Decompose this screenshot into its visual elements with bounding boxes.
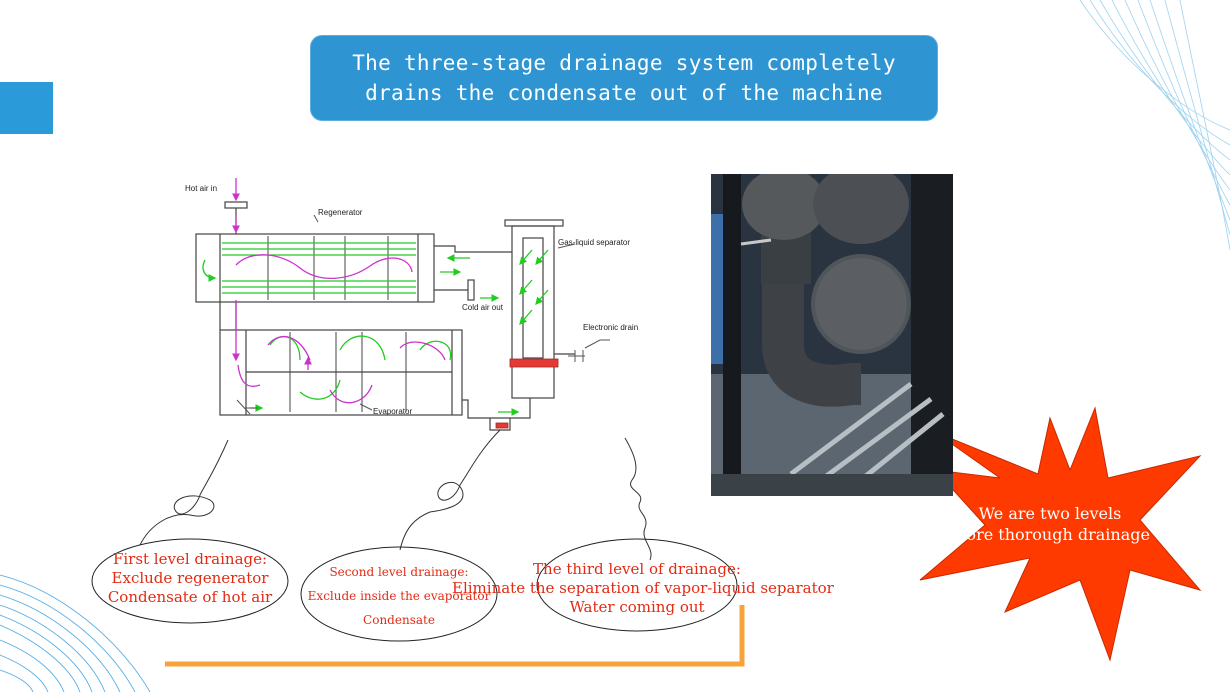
title-banner: The three-stage drainage system complete… <box>310 35 938 121</box>
first-level-line2: Exclude regenerator <box>111 569 269 587</box>
evaporator-label: Evaporator <box>373 407 413 416</box>
page-title: The three-stage drainage system complete… <box>352 51 896 105</box>
regenerator-label: Regenerator <box>318 208 363 217</box>
cold-air-out-label: Cold air out <box>462 303 503 312</box>
electronic-drain-label: Electronic drain <box>583 323 639 332</box>
second-level-line3: Condensate <box>363 613 435 627</box>
first-level-title: First level drainage: <box>112 550 268 568</box>
gas-liquid-separator-label: Gas-liquid separator <box>558 238 631 247</box>
third-level-title: The third level of drainage: <box>533 560 741 578</box>
callout-text: We are two levels More thorough drainage <box>930 503 1170 545</box>
second-level-title: Second level drainage: <box>329 565 469 579</box>
callout-line2: More thorough drainage <box>950 525 1150 544</box>
third-level-drainage: The third level of drainage: Eliminate t… <box>452 560 834 617</box>
second-level-line2: Exclude inside the evaporator <box>307 589 491 603</box>
equipment-photo <box>711 174 953 496</box>
hot-air-in-label: Hot air in <box>185 184 218 193</box>
first-level-line3: Condensate of hot air <box>107 588 273 606</box>
third-level-line2: Eliminate the separation of vapor-liquid… <box>452 579 834 597</box>
third-level-line3: Water coming out <box>569 598 705 616</box>
first-level-drainage: First level drainage: Exclude regenerato… <box>92 550 288 607</box>
second-level-drainage: Second level drainage: Exclude inside th… <box>301 560 497 632</box>
callout-line1: We are two levels <box>978 504 1122 523</box>
side-accent-tab <box>0 82 53 134</box>
callout-starburst <box>919 406 1202 662</box>
